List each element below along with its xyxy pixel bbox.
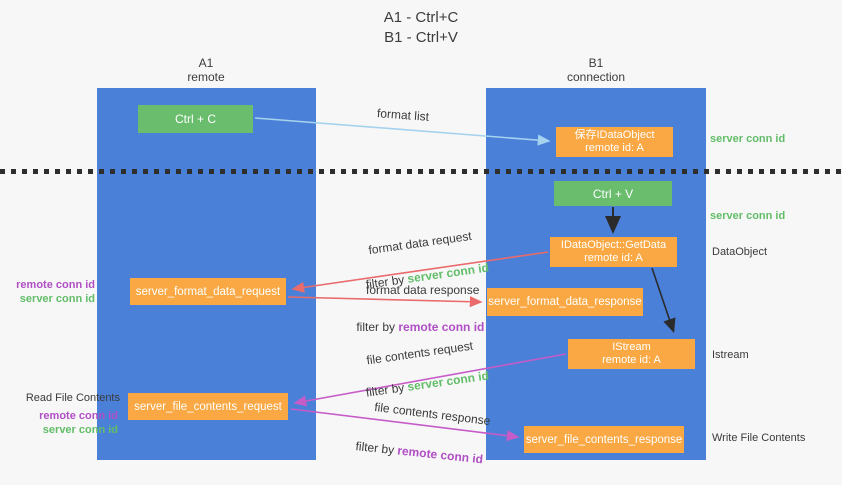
lane-header-b1: B1 connection xyxy=(536,56,656,84)
lane-header-a1: A1 remote xyxy=(146,56,266,84)
filter-by-text: filter by xyxy=(356,320,399,334)
filter-by-text: filter by xyxy=(354,439,399,458)
server-conn-id-text: server conn id xyxy=(406,368,490,394)
remote-conn-id-left-1: remote conn id xyxy=(16,279,95,291)
istream-box: IStream remote id: A xyxy=(568,339,695,369)
ctrl-v-box: Ctrl + V xyxy=(554,181,672,206)
getdata-line1: IDataObject::GetData xyxy=(560,239,667,251)
lane-b1-subtitle: connection xyxy=(566,70,626,84)
server-file-contents-request-label: server_file_contents_request xyxy=(134,400,282,413)
ctrl-c-box: Ctrl + C xyxy=(138,105,253,133)
write-file-contents-label: Write File Contents xyxy=(712,432,806,444)
diagram-title: A1 - Ctrl+C B1 - Ctrl+V xyxy=(0,8,842,48)
format-data-response-label: format data response xyxy=(366,283,480,297)
read-file-contents-label: Read File Contents xyxy=(25,392,120,404)
server-conn-id-left-1: server conn id xyxy=(19,293,95,305)
filter-by-remote-conn-id-2: filter by remote conn id xyxy=(340,424,485,481)
save-idataobject-line1: 保存IDataObject xyxy=(574,129,655,141)
save-idataobject-line2: remote id: A xyxy=(585,142,644,154)
filter-by-remote-conn-id-1: filter by remote conn id xyxy=(343,306,484,348)
title-line-2: B1 - Ctrl+V xyxy=(384,29,458,46)
getdata-line2: remote id: A xyxy=(584,252,643,264)
remote-conn-id-text: remote conn id xyxy=(398,320,485,334)
server-format-data-request-box: server_format_data_request xyxy=(130,278,286,305)
ctrl-c-label: Ctrl + C xyxy=(174,112,216,126)
server-conn-id-right-2: server conn id xyxy=(710,210,786,222)
server-format-data-response-box: server_format_data_response xyxy=(487,288,643,316)
ctrl-v-label: Ctrl + V xyxy=(592,186,634,201)
remote-conn-id-text: remote conn id xyxy=(396,443,484,467)
server-file-contents-response-label: server_file_contents_response xyxy=(525,433,683,446)
dotted-divider xyxy=(0,169,842,174)
istream-line2: remote id: A xyxy=(602,354,661,366)
lane-a1-name: A1 xyxy=(198,56,214,70)
istream-line1: IStream xyxy=(612,341,651,353)
server-conn-id-text: server conn id xyxy=(406,260,490,286)
save-idataobject-box: 保存IDataObject remote id: A xyxy=(556,127,673,157)
server-format-data-response-label: server_format_data_response xyxy=(488,296,642,308)
server-conn-id-left-2: server conn id xyxy=(42,424,118,436)
remote-conn-id-left-2: remote conn id xyxy=(39,410,118,422)
server-file-contents-request-box: server_file_contents_request xyxy=(128,393,288,420)
getdata-box: IDataObject::GetData remote id: A xyxy=(550,237,677,267)
format-list-label: format list xyxy=(376,106,430,124)
title-line-1: A1 - Ctrl+C xyxy=(383,9,459,26)
lane-a1-subtitle: remote xyxy=(187,70,225,84)
server-conn-id-right-1: server conn id xyxy=(710,133,786,145)
dataobject-label: DataObject xyxy=(712,246,768,258)
server-file-contents-response-box: server_file_contents_response xyxy=(524,426,684,453)
lane-b1-name: B1 xyxy=(588,56,604,70)
istream-side-label: Istream xyxy=(712,349,749,361)
server-format-data-request-label: server_format_data_request xyxy=(135,285,281,298)
filter-by-text: filter by xyxy=(364,379,409,400)
